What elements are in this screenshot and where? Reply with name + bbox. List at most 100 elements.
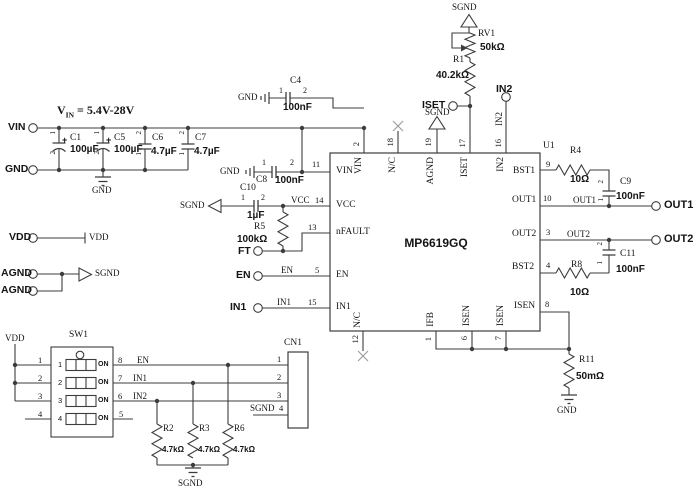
sw1-row2-on-label: ON xyxy=(98,379,109,386)
sgnd-symbol-pulldowns xyxy=(185,467,201,478)
gnd-flag-c8 xyxy=(245,166,255,178)
c6-pin2: 2 xyxy=(135,131,143,135)
cn1-pin4: 4 xyxy=(279,403,284,413)
gnd-symbol-label: GND xyxy=(92,185,112,195)
sw1-vdd-net-label: VDD xyxy=(5,333,25,343)
capacitors xyxy=(52,92,616,256)
sw1-row3-on-label: ON xyxy=(98,397,109,404)
ic-pin-name-isen-right: ISEN xyxy=(514,301,536,311)
sgnd-net-label: SGND xyxy=(95,268,120,278)
ic-pin-num-19: 19 xyxy=(423,138,433,147)
c4-pin2: 2 xyxy=(303,86,307,95)
ic-pin-name-iset: ISET xyxy=(460,157,470,178)
resistor-r3 xyxy=(186,423,200,459)
r2-value: 4.7kΩ xyxy=(162,445,184,454)
out1-terminal xyxy=(651,201,661,211)
capacitor-c7 xyxy=(181,143,195,150)
ic-pin-name-vin-left: VIN xyxy=(336,166,353,176)
ic-pin-name-isen-6: ISEN xyxy=(462,305,472,327)
c6-value: 4.7µF xyxy=(151,146,177,157)
c8-ref: C8 xyxy=(256,175,268,185)
c8-pin1: 1 xyxy=(262,158,266,167)
c7-pin1: 1 xyxy=(178,152,186,156)
ic-pin-num-11: 11 xyxy=(312,159,321,169)
sw1-row1-pin-right: 8 xyxy=(118,355,123,365)
gnd-terminal xyxy=(28,165,38,175)
sw1-row2-pin-left: 2 xyxy=(38,373,43,383)
r2-ref: R2 xyxy=(163,423,174,433)
capacitor-c9 xyxy=(602,190,616,197)
en-net-label: EN xyxy=(281,265,293,275)
sw1-ref: SW1 xyxy=(69,330,88,340)
sw1-row4-pin-right: 5 xyxy=(119,409,124,419)
ic-pin-num-18: 18 xyxy=(385,138,395,147)
in1-terminal xyxy=(253,303,263,313)
agnd-terminal-label-2: AGND xyxy=(1,284,32,296)
c11-pin1: 1 xyxy=(596,261,604,265)
c11-ref: C11 xyxy=(620,249,636,259)
c8-pin2: 2 xyxy=(290,158,294,167)
sgnd-triangle-rv1 xyxy=(459,13,479,28)
vdd-terminal xyxy=(28,233,38,243)
ic-pin-name-en: EN xyxy=(336,270,349,280)
r4-value: 10Ω xyxy=(570,174,590,185)
c6-pin1: 1 xyxy=(135,152,143,156)
c10-ref: C10 xyxy=(240,183,256,193)
sw1-row4-on-label: ON xyxy=(98,415,109,422)
r6-ref: R6 xyxy=(234,423,245,433)
out2-net-label: OUT2 xyxy=(567,229,590,239)
resistor-r5 xyxy=(276,211,290,247)
c10-sgnd-flag-label: SGND xyxy=(180,200,205,210)
ic-pin-num-3: 3 xyxy=(546,227,551,237)
r3-ref: R3 xyxy=(199,423,210,433)
en-terminal-label: EN xyxy=(236,269,251,281)
c4-gnd-flag-label: GND xyxy=(238,92,258,102)
c4-ref: C4 xyxy=(290,76,302,86)
resistor-r4 xyxy=(555,163,591,177)
dip-switch-body xyxy=(50,346,114,438)
c7-ref: C7 xyxy=(195,133,207,143)
vdd-terminal-label: VDD xyxy=(9,231,32,243)
connector-body xyxy=(287,351,309,429)
ic-part-number: MP6619GQ xyxy=(404,236,468,250)
ic-ref: U1 xyxy=(543,141,555,151)
ic-pin-num-7: 7 xyxy=(493,336,503,341)
c4-pin1: 1 xyxy=(279,86,283,95)
ic-pin-name-vin-top: VIN xyxy=(354,157,364,174)
vcc-net-label: VCC xyxy=(291,195,310,205)
out1-net-label: OUT1 xyxy=(573,195,596,205)
agnd-terminal-label-1: AGND xyxy=(1,267,32,279)
out1-terminal-label: OUT1 xyxy=(664,199,694,211)
c9-value: 100nF xyxy=(616,191,645,202)
capacitor-c1 xyxy=(52,142,66,152)
ic-pin-name-in1: IN1 xyxy=(336,302,351,312)
gnd-terminal-label: GND xyxy=(5,163,29,175)
sgnd-triangle-agnd-rail xyxy=(78,267,93,282)
out2-terminal xyxy=(651,235,661,245)
ic-body xyxy=(329,152,541,332)
in2-terminal-label: IN2 xyxy=(496,83,513,95)
c7-pin2: 2 xyxy=(178,131,186,135)
ic-pin-num-6: 6 xyxy=(459,336,469,341)
sgnd-triangle-c10 xyxy=(207,198,222,214)
c10-pin2: 2 xyxy=(261,193,265,202)
r5-ref: R5 xyxy=(254,222,266,232)
ic-pin-num-15: 15 xyxy=(308,297,317,307)
no-connect-marks xyxy=(357,120,404,362)
r11-value: 50mΩ xyxy=(576,371,605,382)
potentiometer-rv1 xyxy=(463,32,477,59)
c7-value: 4.7µF xyxy=(194,146,220,157)
vdd-net-label: VDD xyxy=(89,232,109,242)
resistor-r6 xyxy=(221,423,235,459)
ic-pin-num-17: 17 xyxy=(457,139,467,148)
ic-pin-name-agnd: AGND xyxy=(426,157,436,185)
ic-pin-num-2: 2 xyxy=(351,142,361,147)
r8-ref: R8 xyxy=(571,260,583,270)
gnd-symbol-input xyxy=(95,176,111,187)
c5-value: 100µF xyxy=(114,144,143,155)
cn1-pin2: 2 xyxy=(277,372,282,382)
gnd-symbol-r11 xyxy=(561,394,577,405)
sw1-row4-pos: 4 xyxy=(58,414,63,423)
rv1-value: 50kΩ xyxy=(480,42,505,53)
